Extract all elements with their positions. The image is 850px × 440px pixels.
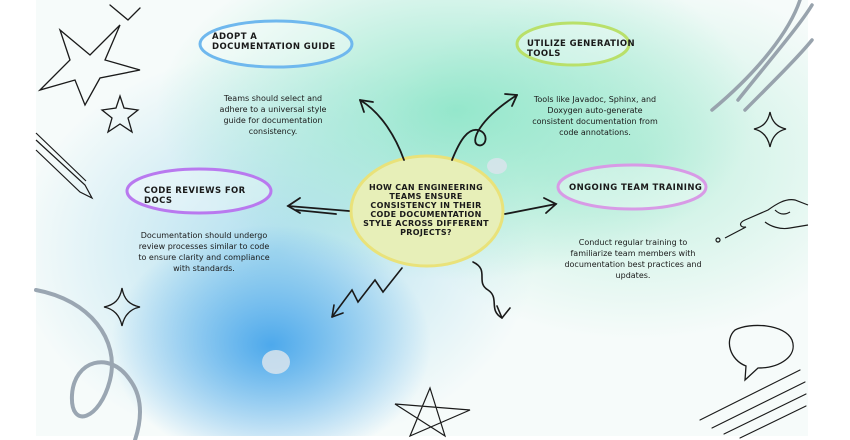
central-question: How can engineering teams ensure consist… bbox=[363, 183, 489, 237]
tools-ring bbox=[515, 21, 631, 67]
node-title-training: Ongoing Team Training bbox=[569, 183, 703, 193]
star-icon bbox=[100, 93, 140, 134]
reviews-ring bbox=[125, 167, 273, 215]
hatching-decoration bbox=[699, 369, 807, 439]
node-description-guide: Teams should select and adhere to a univ… bbox=[219, 94, 327, 136]
speech-bubble-icon bbox=[728, 324, 794, 382]
node-title-guide: Adopt a Documentation Guide bbox=[212, 32, 336, 52]
arrow-to-training bbox=[504, 197, 558, 215]
guide-ring bbox=[198, 19, 354, 69]
node-description-tools: Tools like Javadoc, Sphinx, and Doxygen … bbox=[532, 95, 658, 137]
sparkle-right-icon bbox=[753, 111, 787, 148]
sparkle-icon bbox=[103, 287, 141, 327]
swirl-top-right-decoration bbox=[710, 0, 814, 112]
arrow-to-tools bbox=[451, 93, 518, 161]
wavy-arrow-decoration bbox=[472, 261, 511, 319]
zigzag-arrow-decoration bbox=[331, 267, 403, 318]
dotted-blob-decoration bbox=[262, 158, 507, 374]
arrow-to-guide bbox=[359, 99, 405, 161]
training-ring bbox=[556, 163, 708, 211]
node-title-reviews: Code Reviews for Docs bbox=[144, 186, 246, 206]
node-description-reviews: Documentation should undergo review proc… bbox=[138, 231, 270, 273]
swirl-bottom-left-decoration bbox=[34, 288, 142, 440]
arrow-to-reviews bbox=[286, 197, 350, 215]
star-outline-decoration bbox=[394, 386, 471, 438]
node-description-training: Conduct regular training to familiarize … bbox=[564, 238, 702, 280]
center-ring bbox=[349, 154, 505, 268]
pointing-hand-icon bbox=[715, 199, 809, 243]
pencil-icon bbox=[35, 132, 94, 200]
node-title-tools: Utilize Generation Tools bbox=[527, 39, 636, 59]
spiky-sketch-decoration bbox=[37, 4, 141, 107]
